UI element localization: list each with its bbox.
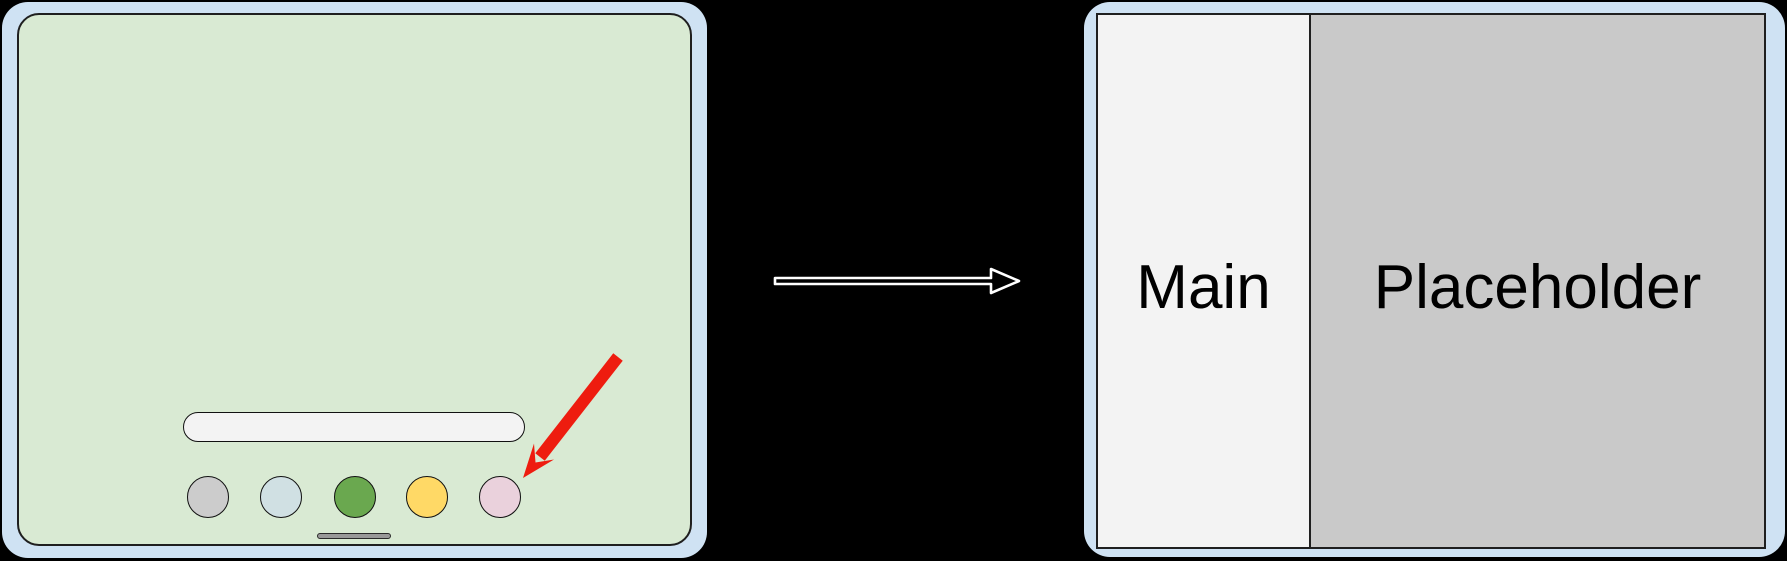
result-device-frame: Main Placeholder [1084,2,1785,557]
search-bar[interactable] [183,412,525,442]
home-indicator-bar[interactable] [317,533,391,539]
source-device-frame [2,2,707,558]
dock-icon-green-app[interactable] [334,476,376,518]
main-panel-label: Main [1136,252,1271,322]
red-annotation-arrow-icon [523,353,623,478]
dock-icon-blue-app[interactable] [260,476,302,518]
transition-arrow-icon [773,267,1021,295]
dock-icon-yellow-app[interactable] [406,476,448,518]
main-panel[interactable]: Main [1098,15,1311,547]
source-device-screen [17,13,692,546]
red-arrow-shaft [535,353,623,461]
dock-icon-pink-app[interactable] [479,476,521,518]
placeholder-panel-label: Placeholder [1373,252,1702,322]
transition-arrow-shape [773,267,1021,295]
placeholder-panel[interactable]: Placeholder [1311,15,1764,547]
dock-icon-gray-app[interactable] [187,476,229,518]
split-layout: Main Placeholder [1096,13,1766,549]
red-arrow-head [523,443,554,478]
